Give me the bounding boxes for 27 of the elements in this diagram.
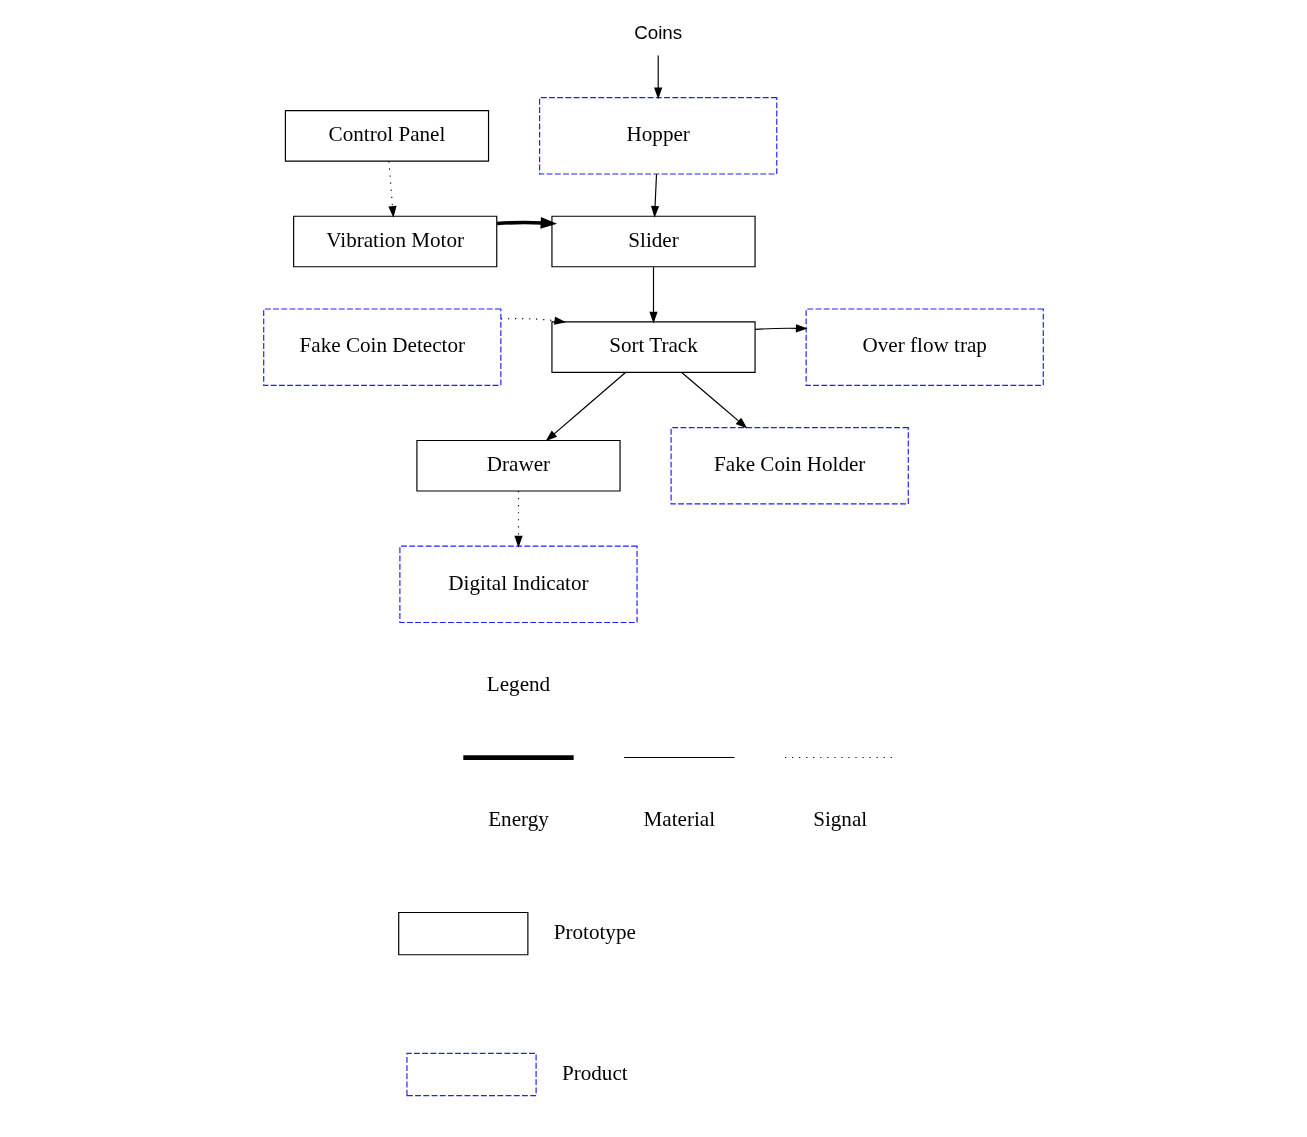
node-box: Hopper	[539, 97, 778, 175]
legend-label: Prototype	[553, 919, 636, 944]
node-box: Slider	[551, 215, 756, 268]
node-box: Drawer	[416, 439, 621, 492]
label: Legend	[486, 672, 551, 697]
arrow	[650, 173, 660, 218]
arrow	[545, 371, 627, 442]
arrow	[754, 324, 808, 333]
legend-label: Energy	[488, 807, 549, 832]
node-box: Sort Track	[551, 321, 756, 373]
legend-label: Material	[643, 807, 716, 832]
arrow	[514, 490, 523, 548]
node-text: Coins	[634, 21, 683, 43]
node-box: Fake Coin Detector	[263, 308, 502, 386]
arrow	[497, 217, 558, 229]
node-box: Fake Coin Holder	[670, 427, 909, 505]
legend-label: Signal	[813, 807, 868, 832]
node-box: Over flow trap	[805, 308, 1044, 386]
node-box: Vibration Motor	[293, 215, 498, 268]
arrow	[388, 160, 397, 218]
arrow	[649, 266, 658, 324]
node-box: Control Panel	[284, 110, 490, 162]
arrow	[681, 371, 748, 429]
legend-label: Product	[561, 1060, 628, 1085]
node-box: Digital Indicator	[399, 545, 638, 624]
arrow	[654, 54, 663, 100]
arrow	[500, 316, 567, 325]
